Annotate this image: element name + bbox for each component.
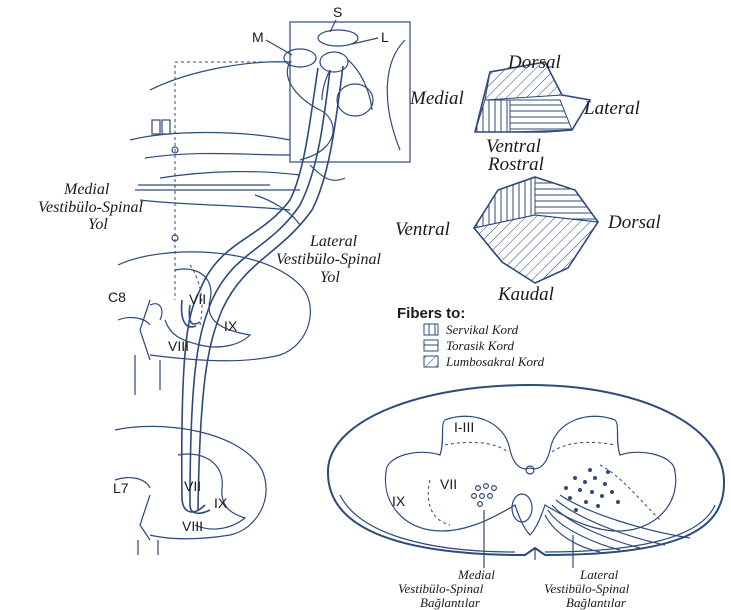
- xs-lamina-ix: IX: [392, 493, 406, 509]
- medial-tract-lines: [172, 62, 292, 300]
- legend-item-torasik: Torasik Kord: [446, 338, 515, 353]
- nucleus-s-label: S: [333, 4, 342, 20]
- c8-lamina-vii: VII: [189, 291, 206, 307]
- c8-level-label: C8: [108, 289, 126, 305]
- xs-lamina-i-iii: I-III: [454, 419, 474, 435]
- legend-title: Fibers to:: [397, 305, 465, 322]
- medial-tract-label-2: Vestibülo-Spinal: [38, 199, 143, 216]
- l7-lamina-viii: VIII: [182, 518, 203, 534]
- nucleus-m-label: M: [252, 29, 264, 45]
- lateral-tract-label-2: Vestibülo-Spinal: [276, 251, 381, 268]
- medial-conn-label-3: Bağlantılar: [420, 595, 481, 610]
- somatotopy-mid-shape: [474, 177, 598, 283]
- medial-tract-label-1: Medial: [63, 181, 110, 198]
- medial-conn-label-2: Vestibülo-Spinal: [398, 581, 484, 596]
- somatotopy-mid-ventral: Ventral: [395, 219, 450, 240]
- lateral-conn-label-2: Vestibülo-Spinal: [544, 581, 630, 596]
- lateral-tract-label-1: Lateral: [309, 233, 358, 250]
- c8-lamina-viii: VIII: [168, 338, 189, 354]
- xs-lamina-vii: VII: [440, 476, 457, 492]
- c8-cord-section: [118, 252, 310, 395]
- somatotopy-top-dorsal: Dorsal: [507, 52, 561, 73]
- brainstem-drawing: [130, 22, 410, 225]
- legend-swatch-torasik: [424, 340, 438, 351]
- somatotopy-mid-kaudal: Kaudal: [497, 284, 554, 305]
- medial-connection-dots: [472, 484, 497, 507]
- lateral-conn-label-3: Bağlantılar: [566, 595, 627, 610]
- c8-lamina-ix: IX: [224, 318, 238, 334]
- lateral-conn-label-1: Lateral: [579, 567, 619, 582]
- medial-conn-label-1: Medial: [457, 567, 495, 582]
- somatotopy-top-lateral: Lateral: [583, 98, 640, 119]
- l7-lamina-vii: VII: [184, 478, 201, 494]
- fibers-legend: Fibers to: Servikal Kord Torasik Kord Lu…: [397, 305, 545, 369]
- legend-swatch-servikal: [424, 324, 438, 335]
- l7-level-label: L7: [113, 480, 129, 496]
- lateral-tract-label-3: Yol: [320, 269, 340, 286]
- medial-tract-label-3: Yol: [88, 216, 108, 233]
- legend-item-lumbosakral: Lumbosakral Kord: [445, 354, 545, 369]
- lateral-connection-dots: [564, 468, 620, 512]
- medial-label: Medial: [409, 88, 464, 109]
- legend-item-servikal: Servikal Kord: [446, 322, 519, 337]
- legend-swatch-lumbosakral: [424, 356, 438, 367]
- nucleus-l-label: L: [381, 29, 389, 45]
- somatotopy-mid-dorsal: Dorsal: [607, 212, 661, 233]
- somatotopy-mid-rostral: Rostral: [487, 154, 544, 175]
- l7-lamina-ix: IX: [214, 495, 228, 511]
